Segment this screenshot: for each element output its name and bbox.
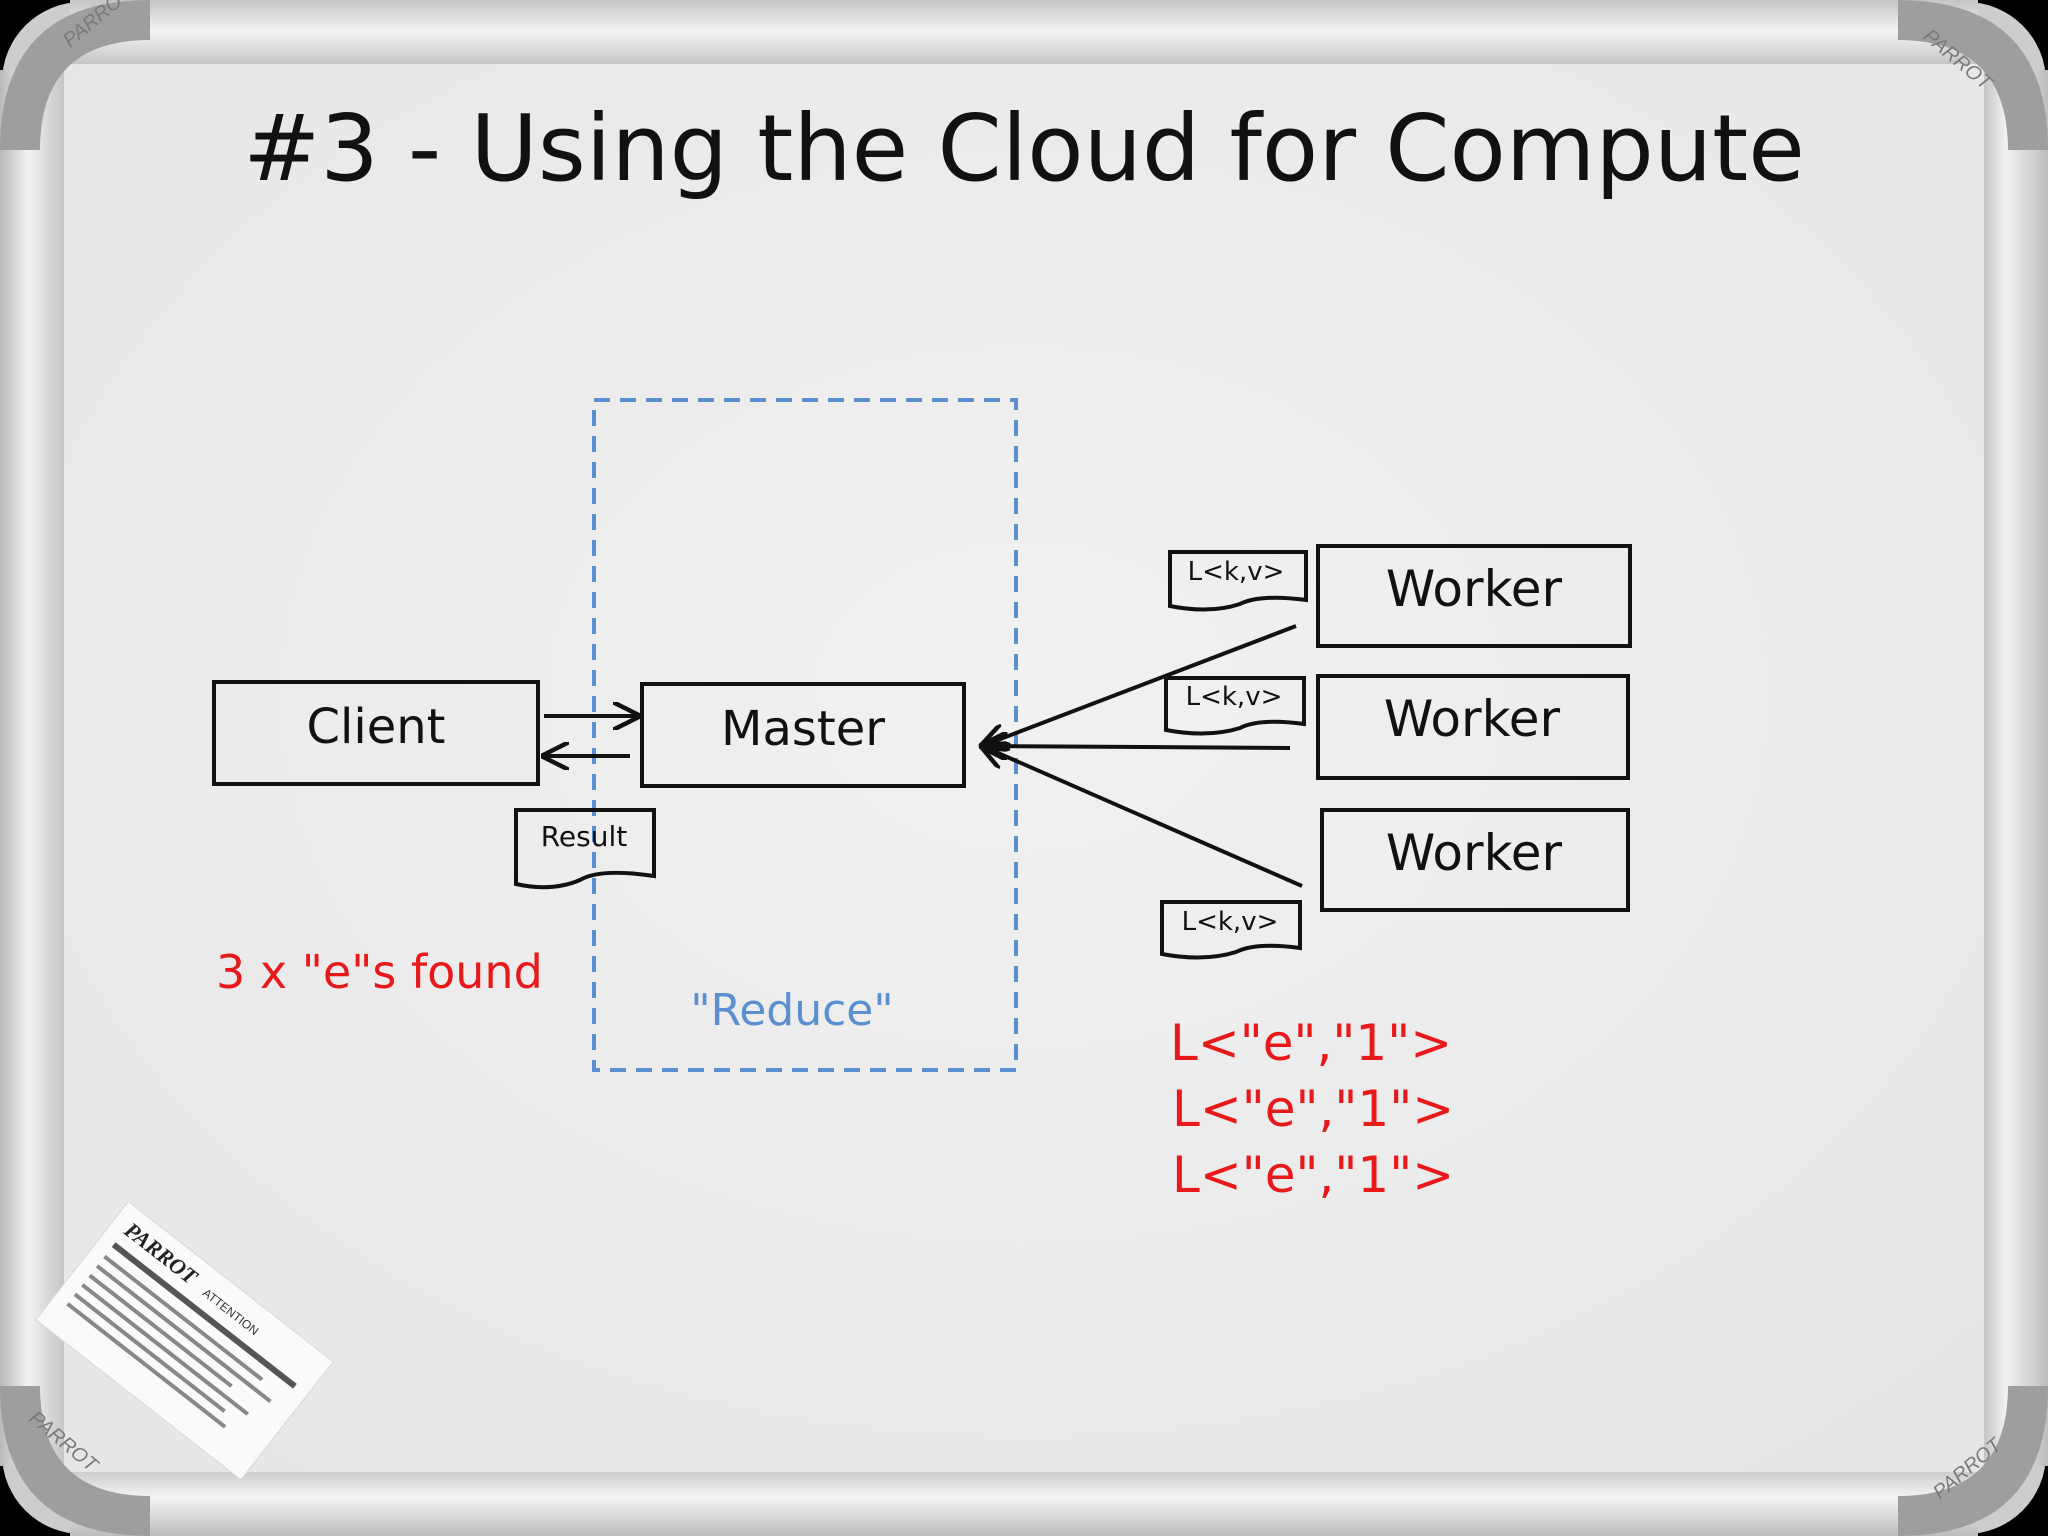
worker-box-3 xyxy=(1320,808,1630,912)
worker-3-to-master-arrow xyxy=(982,746,1303,888)
pair-2: L<"e","1"> xyxy=(1172,1080,1454,1138)
result-note: 3 x "e"s found xyxy=(216,945,543,999)
worker-2-to-master-arrow xyxy=(982,746,1291,748)
result-label: Result xyxy=(541,820,628,853)
worker-box-1 xyxy=(1316,544,1632,648)
worker-output-document-1 xyxy=(1168,550,1308,612)
worker-label-2: Worker xyxy=(1384,690,1561,748)
worker-label-3: Worker xyxy=(1386,824,1563,882)
worker-output-label-3: L<k,v> xyxy=(1182,907,1279,937)
master-label: Master xyxy=(721,701,885,757)
result-document xyxy=(514,808,656,890)
master-box xyxy=(640,682,966,788)
worker-box-2 xyxy=(1316,674,1630,780)
worker-1-to-master-arrow xyxy=(982,624,1297,746)
worker-label-1: Worker xyxy=(1386,560,1563,618)
worker-output-document-3 xyxy=(1160,900,1302,960)
page-title: #3 - Using the Cloud for Compute xyxy=(243,95,1805,202)
worker-output-label-2: L<k,v> xyxy=(1186,682,1283,712)
client-box xyxy=(212,680,540,786)
worker-output-label-1: L<k,v> xyxy=(1188,557,1285,587)
worker-output-document-2 xyxy=(1164,676,1306,736)
reduce-label: "Reduce" xyxy=(690,985,893,1036)
pair-3: L<"e","1"> xyxy=(1172,1146,1454,1204)
client-label: Client xyxy=(307,699,446,755)
sticker: PARROT ATTENTION xyxy=(35,1200,334,1481)
pair-1: L<"e","1"> xyxy=(1170,1014,1452,1072)
